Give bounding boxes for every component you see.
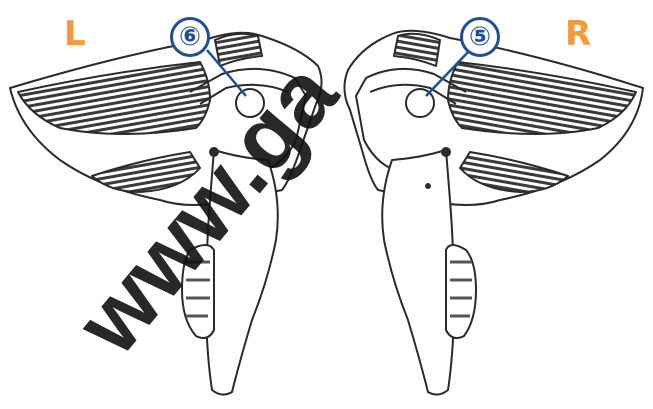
right-side-label: R [565, 14, 591, 54]
right-shift-paddle [446, 245, 476, 338]
right-shifter [344, 31, 643, 395]
callout-6-badge: ⑥ [170, 17, 210, 57]
left-side-label: L [64, 14, 86, 54]
callout-5-badge: ⑤ [460, 17, 500, 57]
right-brake-lever [382, 150, 454, 395]
